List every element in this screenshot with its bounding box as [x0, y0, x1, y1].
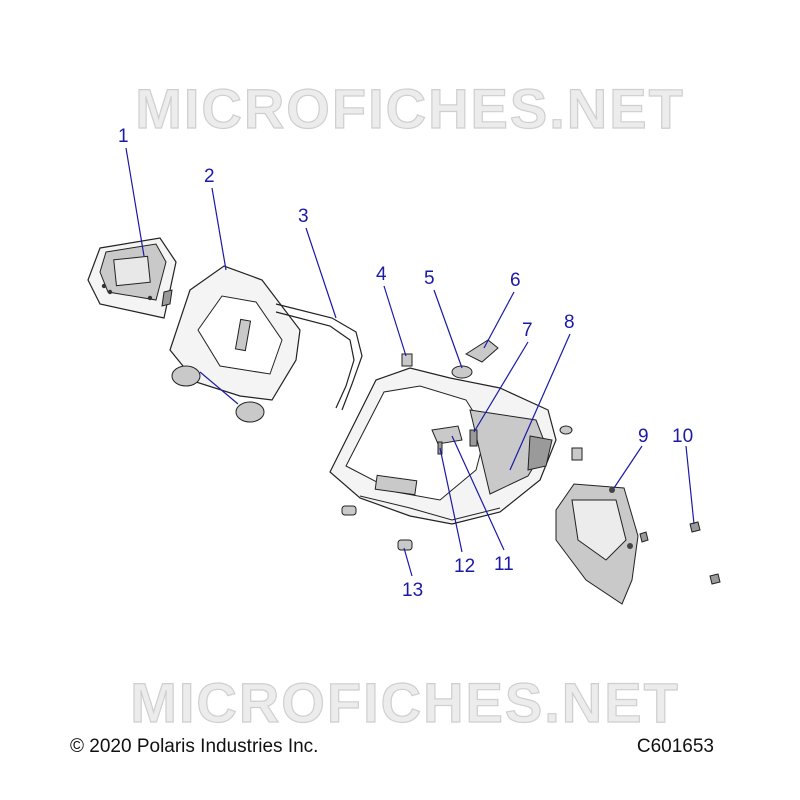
callout-11: 11: [494, 554, 514, 575]
callout-2: 2: [204, 166, 215, 187]
callout-4: 4: [376, 264, 387, 285]
part-5-grommet: [451, 365, 473, 379]
part-4-clip: [401, 353, 413, 367]
watermark-top: MICROFICHES.NET: [135, 77, 685, 140]
part-13-bushing-b: [397, 539, 413, 551]
part-10-screw-a: [689, 521, 701, 533]
part-10-screw-c: [639, 531, 649, 543]
part-7-spring: [469, 429, 478, 447]
part-10-screw-b: [709, 573, 721, 585]
callout-12: 12: [454, 556, 475, 577]
callout-6: 6: [510, 270, 521, 291]
callout-3: 3: [298, 206, 309, 227]
part-6-knob: [464, 339, 499, 363]
diagram-code: C601653: [636, 736, 714, 757]
part-8-grommet: [559, 425, 573, 435]
part-13-bushing-a: [341, 505, 357, 516]
callout-10: 10: [672, 426, 693, 447]
callout-1: 1: [118, 126, 129, 147]
leader-lines: [125, 147, 695, 577]
part-9-bracket: [555, 483, 639, 605]
part-3-trim-strip: [275, 303, 363, 411]
callouts: 1 2 3 4 5 6 7 8 9 10 11 12 13: [118, 126, 693, 601]
main-pod-housing: [329, 367, 557, 525]
part-1-instrument-cluster: [87, 237, 177, 319]
watermark-bottom: MICROFICHES.NET: [130, 671, 680, 734]
part-11-switch: [431, 425, 463, 445]
callout-9: 9: [638, 426, 649, 447]
copyright-text: © 2020 Polaris Industries Inc.: [70, 736, 319, 757]
callout-5: 5: [424, 268, 435, 289]
callout-13: 13: [402, 580, 423, 601]
part-8-plug: [571, 447, 583, 461]
callout-8: 8: [564, 312, 575, 333]
part-2-pod-cover: [169, 265, 301, 423]
callout-7: 7: [522, 320, 533, 341]
